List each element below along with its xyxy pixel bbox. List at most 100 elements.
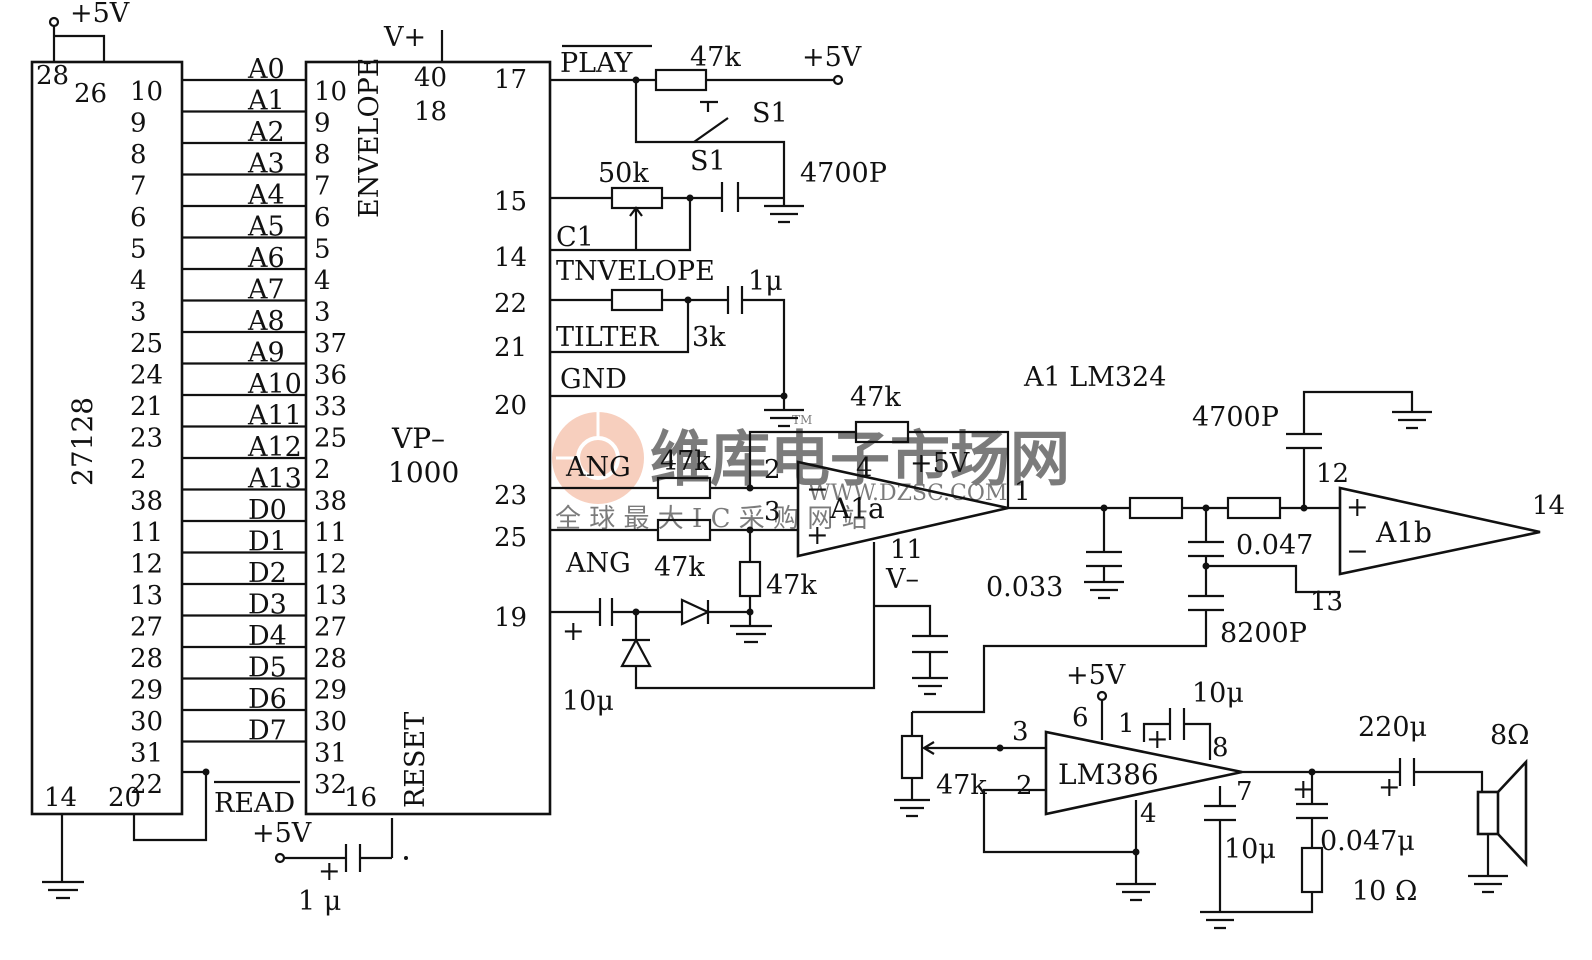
ground-icon [764,190,804,224]
opamp-a1a: A1a − + 2 3 4 11 1 +5V V– 47k ANG 47k AN… [550,382,1031,717]
a1a-label: A1a [829,492,885,525]
vp-pin: 29 [314,676,347,706]
vp-pin: 17 [494,65,527,95]
bus-label: D5 [248,653,287,684]
resistor-47k-in2 [656,518,712,542]
cap-10u-b-label: 10μ [1224,834,1276,865]
diode-icon [620,637,652,668]
svg-text:+: + [806,520,829,551]
cap-1u-label: 1μ [748,266,783,297]
a1a-pin-3: 3 [764,497,781,527]
vp-pin-40: 40 [414,63,447,93]
lm386-stage: 47k LM386 3 2 6 1 8 4 7 +5V + 10μ 10μ + … [894,660,1530,930]
vp-pin: 25 [314,424,347,454]
svg-text:+: + [318,856,341,887]
eprom-pin-26: 26 [74,79,107,109]
resistor-3k-label: 3k [692,322,726,353]
eprom-pin: 11 [130,518,163,548]
bus-label: A11 [247,401,302,432]
eprom-pin: 31 [130,739,163,769]
eprom-pin: 8 [130,140,147,170]
read-line: READ [132,768,300,842]
resistor-3k [610,288,664,312]
vp-pin: 7 [314,172,331,202]
svg-text:−: − [1346,536,1369,567]
bus-label: A3 [247,149,285,180]
resistor-47k-play-label: 47k [690,42,741,73]
vp-pin: 37 [314,329,347,359]
eprom-label: 27128 [66,397,99,486]
terminal-icon [274,852,286,864]
eprom-pin-14: 14 [44,783,77,813]
svg-text:+: + [1146,724,1169,755]
bus-label: D4 [248,621,287,652]
switch-s1 [693,100,729,143]
vp-pin: 12 [314,550,347,580]
eprom-pin: 3 [130,298,147,328]
vp-pin: 2 [314,455,331,485]
eprom-pin: 4 [130,266,147,296]
svg-text:+: + [1378,772,1401,803]
vp-pin-16: 16 [344,783,377,813]
eprom-pin: 6 [130,203,147,233]
tilter-label: TILTER [556,322,659,353]
vp-label-2: 1000 [388,456,459,489]
resistor-47k-gnd-label: 47k [766,570,817,601]
resistor-47k-in1 [656,476,712,500]
cap-1u-reset-label: 1 μ [298,886,341,917]
svg-text:+: + [1292,774,1315,805]
vp-pin: 4 [314,266,331,296]
bus-label: D6 [248,684,287,715]
ang-label-1: ANG [565,452,631,483]
eprom-pin: 28 [130,644,163,674]
lm386-pin-2: 2 [1016,771,1033,801]
bus-label: A12 [247,432,302,463]
a1a-pin-2: 2 [764,455,781,485]
cap-0033-label: 0.033 [986,572,1063,603]
vp-pin: 25 [494,523,527,553]
vp-pin: 19 [494,603,527,633]
vp-reset-label: RESET [400,712,431,808]
cap-0047-label: 0.047 [1236,530,1313,561]
vp-pin: 6 [314,203,331,233]
vp-pin: 10 [314,77,347,107]
vp-pin: 36 [314,361,347,391]
eprom-supply: +5V [48,0,130,62]
bus-label: A4 [247,180,285,211]
cap-8200p-label: 8200P [1220,618,1307,649]
eprom-pin: 10 [130,77,163,107]
speaker-icon [1468,758,1528,894]
resistor-10ohm [1300,846,1324,894]
vp-pin: 27 [314,613,347,643]
bus-label: A13 [247,464,302,495]
vp-pin: 31 [314,739,347,769]
a1a-pin-11: 11 [890,535,923,565]
terminal-icon [48,16,60,28]
vp-pin: 28 [314,644,347,674]
vp-pin: 9 [314,109,331,139]
eprom-pin: 25 [130,329,163,359]
pot-50k-label: 50k [598,158,649,189]
lm386-pin-6: 6 [1072,703,1089,733]
play-label: PLAY [560,48,634,79]
pot-47k-label: 47k [936,770,987,801]
bus-label: D0 [248,495,287,526]
a1b-pin-12: 12 [1316,459,1349,489]
eprom-pin: 23 [130,424,163,454]
speaker-label: 8Ω [1490,720,1530,751]
svg-text:+: + [1346,492,1369,523]
ang-label-2: ANG [565,548,631,579]
supply-a1a: +5V [910,448,970,479]
vp-pin-18: 18 [414,97,447,127]
vp-pin: 15 [494,187,527,217]
resistor-47k-in1-label: 47k [660,446,711,477]
vp-envelope-label: ENVELOPE [354,58,385,218]
interstage-filter: 0.033 0.047 8200P 4700P [912,390,1432,714]
bus-label: D7 [248,716,287,747]
bus-label: D3 [248,590,287,621]
vp-pin: 38 [314,487,347,517]
opamp-title: A1 LM324 [1023,362,1166,393]
lm386-pin-4: 4 [1140,799,1157,829]
watermark-brand: 维库电子市场网 [650,425,1070,495]
